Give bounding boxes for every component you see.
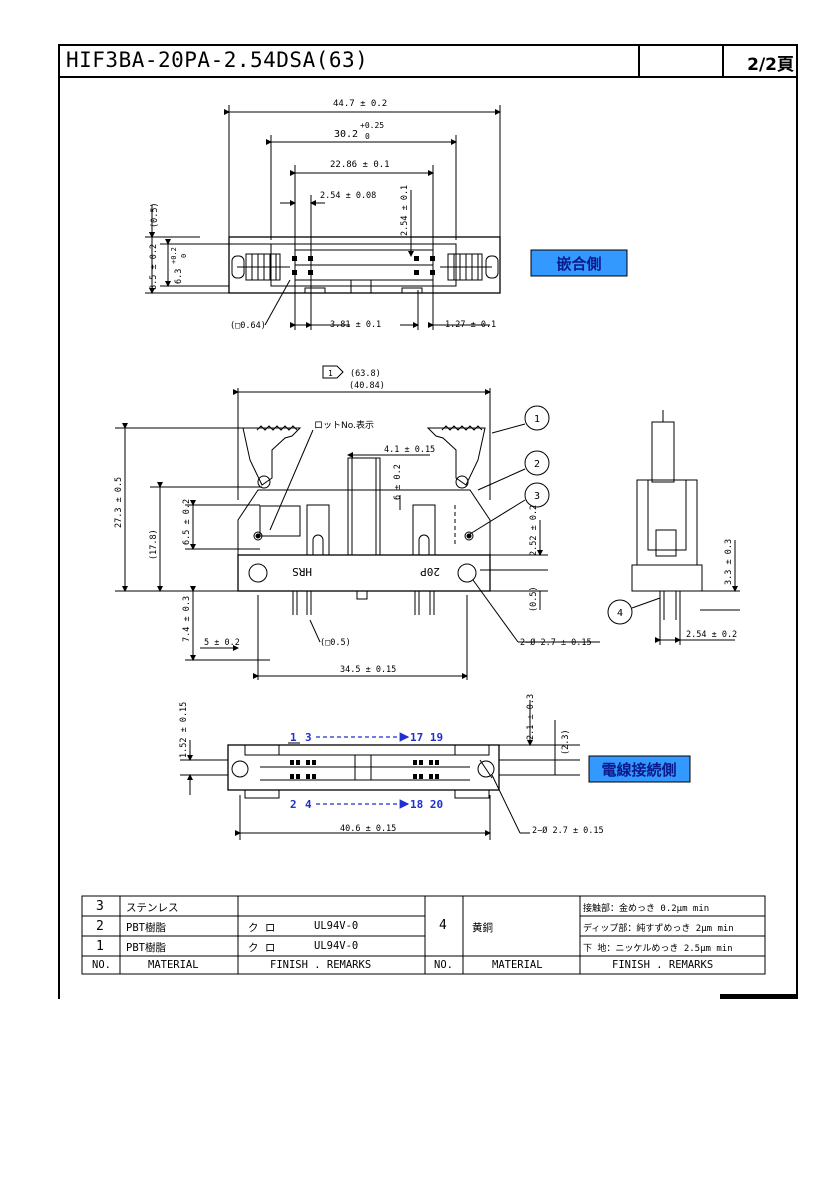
dim-2-3: (2.3) (561, 729, 571, 755)
dim-overall: 44.7 ± 0.2 (333, 99, 387, 109)
header-material2: MATERIAL (492, 959, 543, 971)
dim-pitch: 2.54 ± 0.08 (320, 191, 376, 201)
drawing-sheet: HIF3BA-20PA-2.54DSA(63) 2/2頁 (58, 44, 798, 999)
header-no2: NO. (434, 959, 453, 971)
dim-40-6: 40.6 ± 0.15 (340, 824, 396, 834)
seq-bot-end: 18 20 (410, 798, 443, 811)
front-view-dims: (63.8) (40.84) 1 ロットNo.表示 4.1 ± 0.15 6 ±… (114, 369, 592, 675)
side-dim-2-54: 2.54 ± 0.2 (686, 630, 737, 640)
header-finish: FINISH . REMARKS (270, 959, 372, 971)
row1-material: PBT樹脂 (126, 942, 166, 954)
dim-inner-h-tol2: 0 (180, 254, 188, 258)
dim-1-52: 1.52 ± 0.15 (179, 702, 189, 758)
header-no: NO. (92, 959, 111, 971)
dim-inner-h-tol: +0.2 (170, 247, 178, 264)
row3-no: 3 (96, 899, 104, 914)
dim-height: 8.5 ± 0.2 (149, 244, 159, 290)
bottom-view (180, 700, 580, 840)
parts-table: 3 ステンレス 2 PBT樹脂 ク ロ UL94V-0 1 PBT樹脂 ク ロ … (82, 896, 765, 974)
dim-2-1: 2.1 ± 0.3 (526, 694, 536, 740)
row3-material: ステンレス (126, 902, 179, 914)
dim-inner-h: 6.3 (174, 269, 184, 284)
mating-side-label-box (530, 249, 628, 277)
row1-no: 1 (96, 939, 104, 954)
flag-number: 1 (328, 369, 333, 378)
seq-top-a: 1 (290, 731, 297, 744)
parts-table-grid (81, 895, 766, 975)
dim-27-3: 27.3 ± 0.5 (114, 477, 124, 528)
seq-top-b: 3 (305, 731, 312, 744)
row2-finish: ク ロ (248, 922, 276, 934)
dim-body-tol-upper: +0.25 (360, 121, 384, 130)
dim-sq05: (□0.5) (320, 638, 351, 648)
dim-2-52: 2.52 ± 0.2 (529, 505, 539, 556)
dim-body-tol-lower: 0 (365, 132, 370, 141)
page-number: 2/2頁 (747, 55, 794, 75)
dim-17-8: (17.8) (149, 529, 159, 560)
row4-no: 4 (439, 918, 447, 933)
dim-row-pitch: 2.54 ± 0.1 (400, 185, 410, 236)
seq-top-end: 17 19 (410, 731, 443, 744)
front-view (115, 365, 600, 680)
row2-no: 2 (96, 919, 104, 934)
row1-remarks: UL94V-0 (314, 940, 359, 952)
top-view (145, 105, 501, 330)
callout-1: 1 (534, 414, 540, 425)
corner-bar (720, 994, 798, 999)
part-number-title: HIF3BA-20PA-2.54DSA(63) (66, 48, 369, 72)
finish-dip: ディップ部：純すずめっき 2μm min (583, 924, 734, 934)
dim-body-main: 30.2 (334, 129, 358, 140)
pin-sequence: 1 3 17 19 2 4 18 20 (290, 731, 443, 811)
dim-ref-05: (0.5) (150, 202, 160, 228)
callout-4: 4 (617, 608, 623, 619)
finish-base: 下 地：ニッケルめっき 2.5μm min (583, 944, 733, 954)
dim-ref-05: (0.5) (529, 586, 539, 612)
row1-finish: ク ロ (248, 942, 276, 954)
seq-bot-b: 4 (305, 798, 312, 811)
callout-2: 2 (534, 459, 540, 470)
dim-holes-bottom: 2−Ø 2.7 ± 0.15 (532, 825, 604, 836)
dim-6: 6 ± 0.2 (393, 464, 403, 500)
mark-hrs: HRS (292, 565, 312, 578)
wire-side-label: 電線接続側 (601, 761, 676, 779)
lot-label: ロットNo.表示 (314, 419, 374, 431)
ref-63-8: (63.8) (350, 369, 381, 379)
seq-bot-a: 2 (290, 798, 297, 811)
wire-side-label-box (588, 755, 691, 783)
dim-holes: 2−Ø 2.7 ± 0.15 (520, 637, 592, 648)
page-cell: 2/2頁 (722, 46, 798, 76)
dim-34-5: 34.5 ± 0.15 (340, 665, 396, 675)
side-dim-3-3: 3.3 ± 0.3 (724, 539, 734, 585)
dim-4-1: 4.1 ± 0.15 (384, 445, 435, 455)
mark-20p: 20P (420, 565, 440, 578)
mating-side-label: 嵌合側 (556, 255, 601, 273)
dim-5: 5 ± 0.2 (204, 638, 240, 648)
row2-remarks: UL94V-0 (314, 920, 359, 932)
title-bar: HIF3BA-20PA-2.54DSA(63) 2/2頁 (60, 46, 796, 78)
header-finish2: FINISH . REMARKS (612, 959, 714, 971)
finish-contact: 接触部：金めっき 0.2μm min (583, 904, 710, 914)
side-view (607, 410, 740, 645)
dim-6-5: 6.5 ± 0.2 (182, 499, 192, 545)
blank-cell (638, 46, 723, 76)
callout-3: 3 (534, 491, 540, 502)
row4-material: 黄銅 (472, 922, 493, 934)
bottom-view-dims: 1.52 ± 0.15 2.1 ± 0.3 (2.3) 40.6 ± 0.15 … (179, 694, 604, 836)
dim-pin-span: 22.86 ± 0.1 (330, 160, 390, 170)
dim-pin-sq: (□0.64) (230, 321, 266, 331)
row2-material: PBT樹脂 (126, 922, 166, 934)
header-material: MATERIAL (148, 959, 199, 971)
side-view-dims: 3.3 ± 0.3 2.54 ± 0.2 4 (617, 539, 737, 640)
ref-40-84: (40.84) (349, 381, 385, 391)
dim-7-4: 7.4 ± 0.3 (182, 596, 192, 642)
top-view-dims: 44.7 ± 0.2 30.2 +0.25 0 22.86 ± 0.1 2.54… (149, 99, 496, 331)
dim-key-w: 3.81 ± 0.1 (330, 320, 381, 330)
dim-key-off: 1.27 ± 0.1 (445, 320, 496, 330)
